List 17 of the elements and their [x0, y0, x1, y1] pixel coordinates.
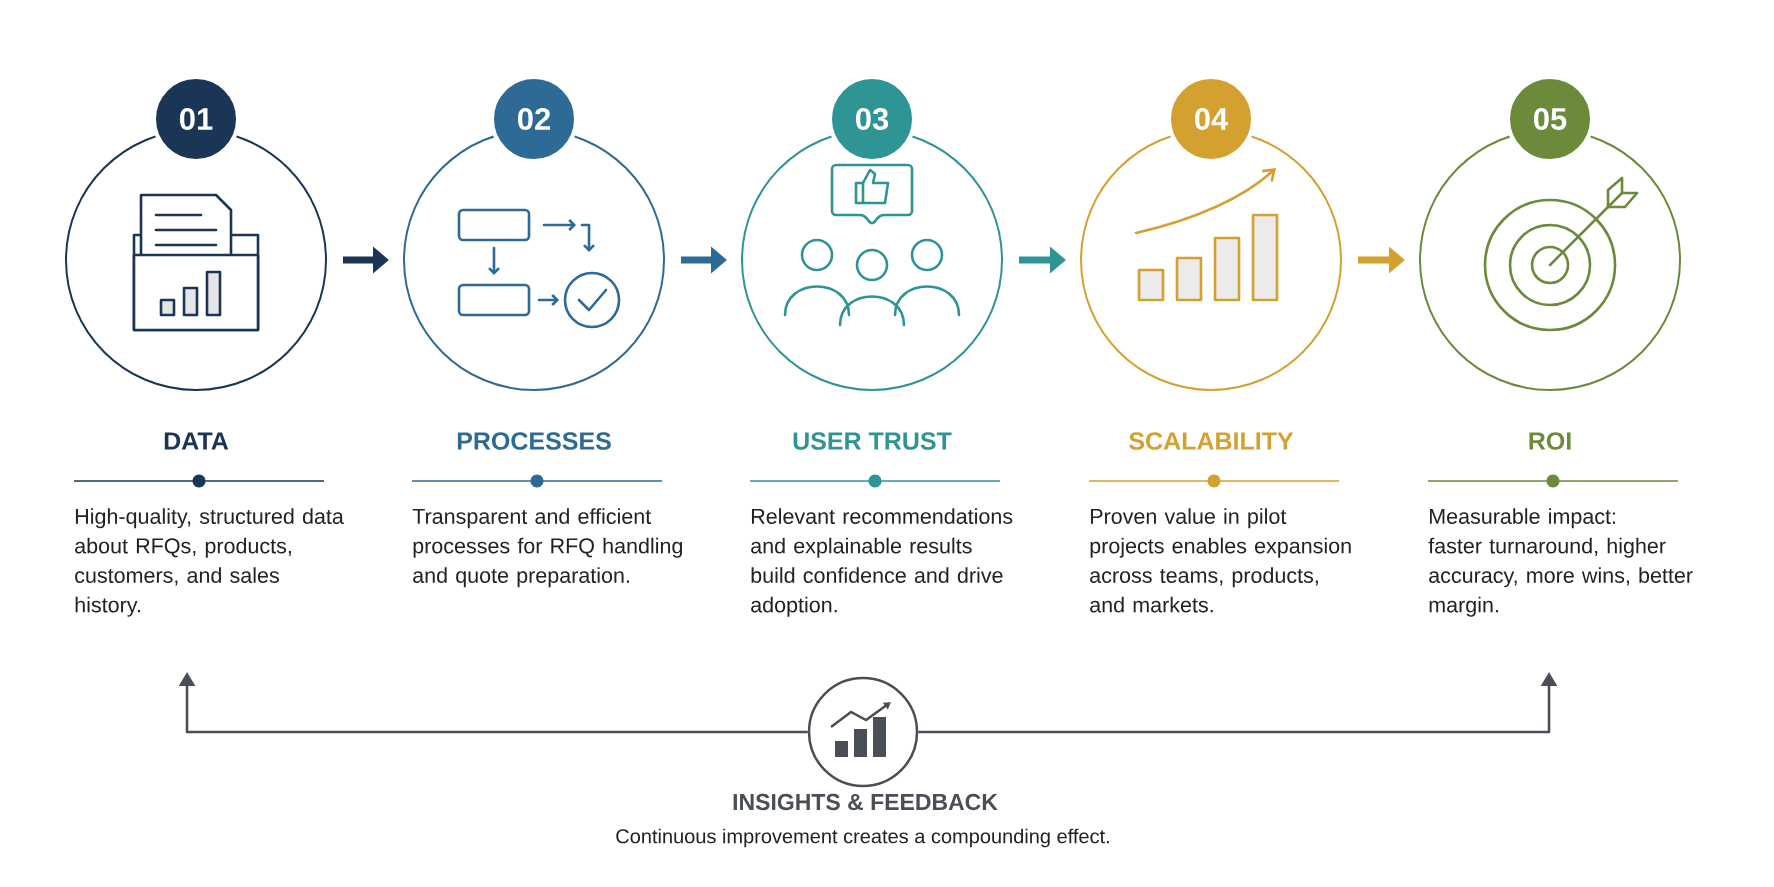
number-badge: 01: [152, 75, 240, 163]
step-title: USER TRUST: [793, 432, 952, 450]
feedback-title: INSIGHTS & FEEDBACK: [733, 793, 998, 811]
step-description: Proven value in pilot projects enables expansion across teams, products, and markets.: [1090, 508, 1351, 613]
number-badge: 04: [1167, 75, 1255, 163]
step-title: SCALABILITY: [1129, 432, 1294, 450]
number-badge: 02: [490, 75, 578, 163]
step-description: Relevant recommendations and explainable results build confidence and drive adoption.: [751, 508, 1013, 617]
step-title: DATA: [164, 432, 229, 450]
number-badge: 05: [1506, 75, 1594, 163]
step-title: PROCESSES: [457, 432, 611, 450]
step-description: High-quality, structured data about RFQs, products, customers, and sales history.: [75, 508, 344, 617]
step-title: ROI: [1529, 432, 1571, 450]
step-description: Measurable impact: faster turnaround, higher accuracy, more wins, better margin.: [1428, 508, 1693, 617]
number-badge: 03: [828, 75, 916, 163]
feedback-subtitle: Continuous improvement creates a compounding effect.: [616, 828, 1109, 848]
step-description: Transparent and efficient processes for RFQ handling and quote preparation.: [412, 508, 683, 588]
